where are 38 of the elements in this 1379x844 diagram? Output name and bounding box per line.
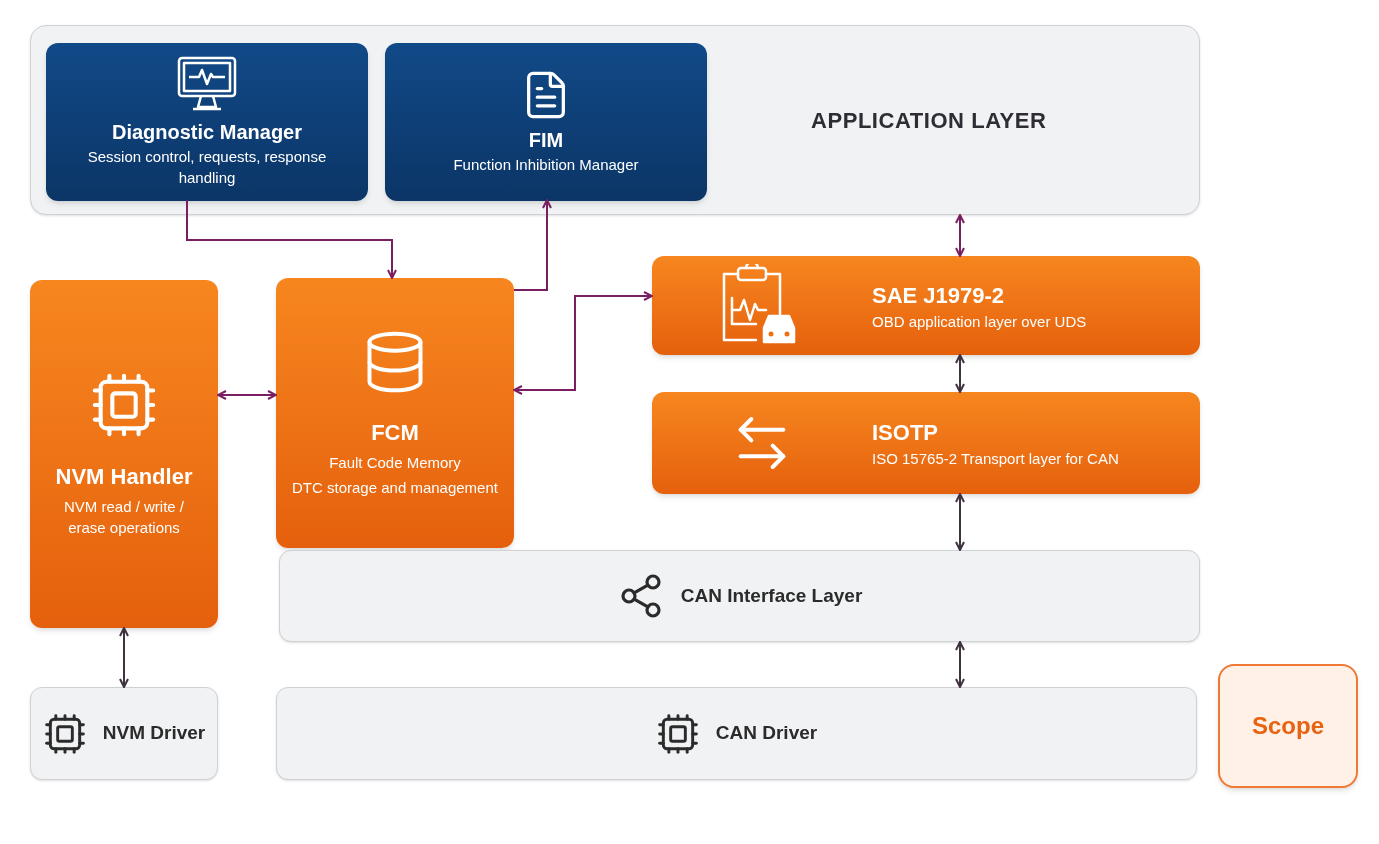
module-box	[652, 392, 1200, 494]
node-title: Diagnostic Manager	[111, 120, 302, 146]
layer-title: APPLICATION LAYER	[811, 107, 1047, 135]
node-subtitle: Fault Code Memory	[329, 452, 461, 473]
module-box	[385, 43, 707, 201]
node-title: FIM	[528, 127, 564, 153]
node-title: ISOTP	[872, 419, 939, 448]
node-title: SAE J1979-2	[872, 281, 1006, 310]
module-box	[46, 43, 368, 201]
node-title: NVM Driver	[102, 721, 206, 746]
node-subtitle: NVM read / write / erase operations	[63, 496, 185, 538]
connector-arrow	[955, 354, 965, 393]
layer-band	[30, 25, 1200, 215]
node-title: FCM	[371, 418, 419, 447]
connector-arrow	[513, 199, 552, 291]
node-subtitle: ISO 15765-2 Transport layer for CAN	[872, 449, 1119, 470]
node-title: NVM Handler	[55, 462, 193, 491]
module-box	[652, 256, 1200, 355]
connector-arrow	[217, 390, 277, 400]
layer-box	[276, 687, 1197, 780]
node-title: CAN Driver	[715, 721, 818, 746]
connector-arrow	[513, 291, 653, 395]
connector-arrow	[119, 627, 129, 688]
node-subtitle: OBD application layer over UDS	[872, 311, 1087, 332]
scope-box	[1218, 664, 1358, 788]
connector-arrow	[955, 493, 965, 551]
node-subtitle: Function Inhibition Manager	[453, 154, 639, 175]
layer-box	[30, 687, 218, 780]
connector-arrow	[955, 641, 965, 688]
module-box	[30, 280, 218, 628]
node-subtitle: Session control, requests, response handling	[86, 147, 328, 188]
node-title: CAN Interface Layer	[680, 583, 863, 608]
module-box	[276, 278, 514, 548]
node-description: DTC storage and management	[292, 477, 498, 498]
node-title: Scope	[1252, 711, 1324, 741]
connector-arrow	[955, 214, 965, 257]
layer-box	[279, 550, 1200, 642]
connector-arrow	[186, 199, 397, 279]
